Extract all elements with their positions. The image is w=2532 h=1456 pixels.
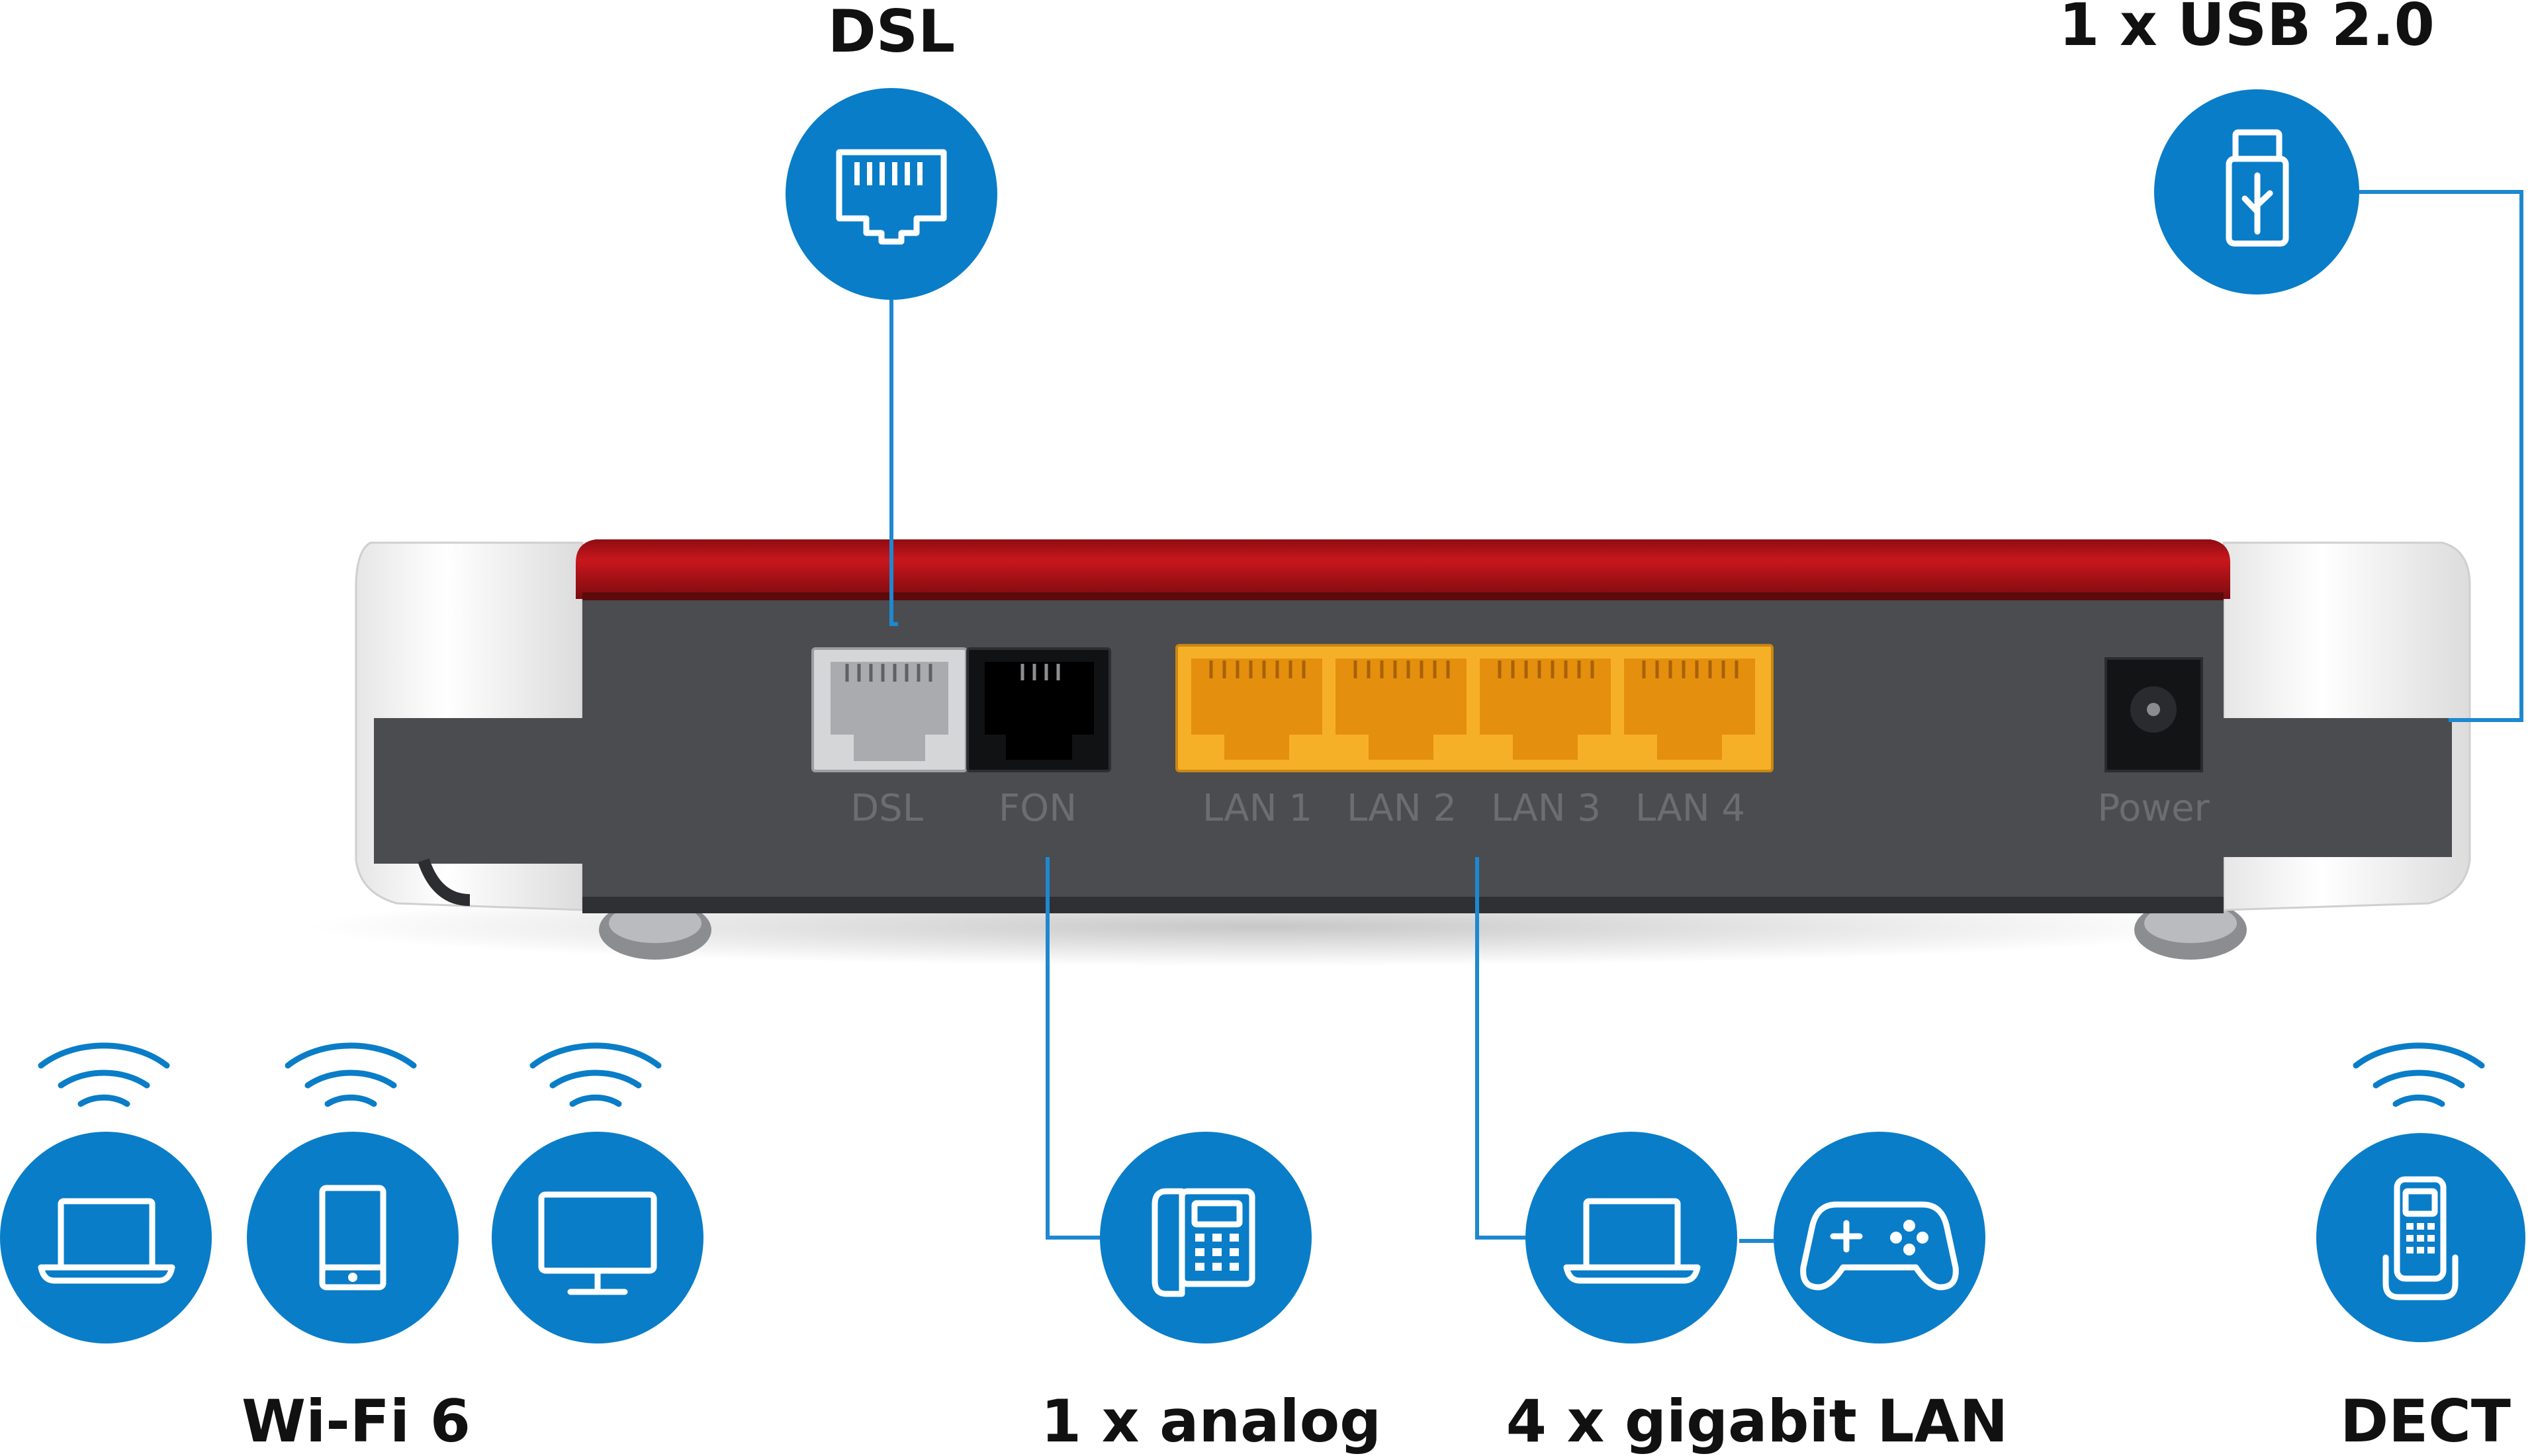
lan-callout-label: 4 x gigabit LAN — [1506, 1387, 2008, 1455]
lan-callout — [1525, 1132, 1985, 1343]
laptop-icon — [1563, 1198, 1701, 1284]
port-label-lan4: LAN 4 — [1635, 787, 1745, 830]
port-label-lan3: LAN 3 — [1491, 787, 1601, 830]
port-label-dsl: DSL — [850, 787, 923, 830]
wifi-callout — [0, 1042, 703, 1343]
usb-connector — [2359, 190, 2523, 722]
dect-callout-label: DECT — [2340, 1387, 2511, 1455]
desk-phone-icon — [1152, 1188, 1255, 1297]
dsl-port — [811, 647, 968, 772]
ethernet-port-icon — [836, 149, 947, 245]
power-jack — [2104, 657, 2203, 772]
usb-stick-icon — [2226, 129, 2289, 247]
tablet-icon — [319, 1185, 386, 1291]
dect-callout — [2316, 1042, 2525, 1342]
usb-callout — [2154, 89, 2359, 295]
port-label-lan2: LAN 2 — [1347, 787, 1457, 830]
analog-connector — [1046, 857, 1104, 1240]
fon-port — [966, 647, 1111, 772]
analog-callout — [1100, 1132, 1312, 1343]
wifi-waves-icon — [2353, 1042, 2485, 1107]
connector-lines — [889, 190, 2523, 1243]
gamepad-icon — [1800, 1201, 1959, 1291]
port-label-lan1: LAN 1 — [1202, 787, 1312, 830]
analog-callout-label: 1 x analog — [1041, 1387, 1381, 1455]
router: DSL FON LAN 1 LAN 2 LAN 3 LAN 4 Power — [304, 539, 2471, 966]
cordless-phone-icon — [2382, 1176, 2459, 1300]
monitor-icon — [538, 1191, 657, 1295]
dsl-callout — [786, 88, 997, 300]
wifi-waves-icon — [38, 1042, 662, 1107]
lan-connector — [1475, 857, 1529, 1240]
port-label-power: Power — [2097, 787, 2210, 830]
usb-callout-label: 1 x USB 2.0 — [2059, 0, 2435, 59]
port-label-fon: FON — [999, 787, 1077, 830]
dsl-callout-label: DSL — [828, 0, 956, 66]
wifi-callout-label: Wi-Fi 6 — [242, 1387, 471, 1455]
lan-ports — [1175, 644, 1774, 772]
laptop-icon — [38, 1198, 175, 1284]
dsl-connector — [889, 298, 898, 626]
